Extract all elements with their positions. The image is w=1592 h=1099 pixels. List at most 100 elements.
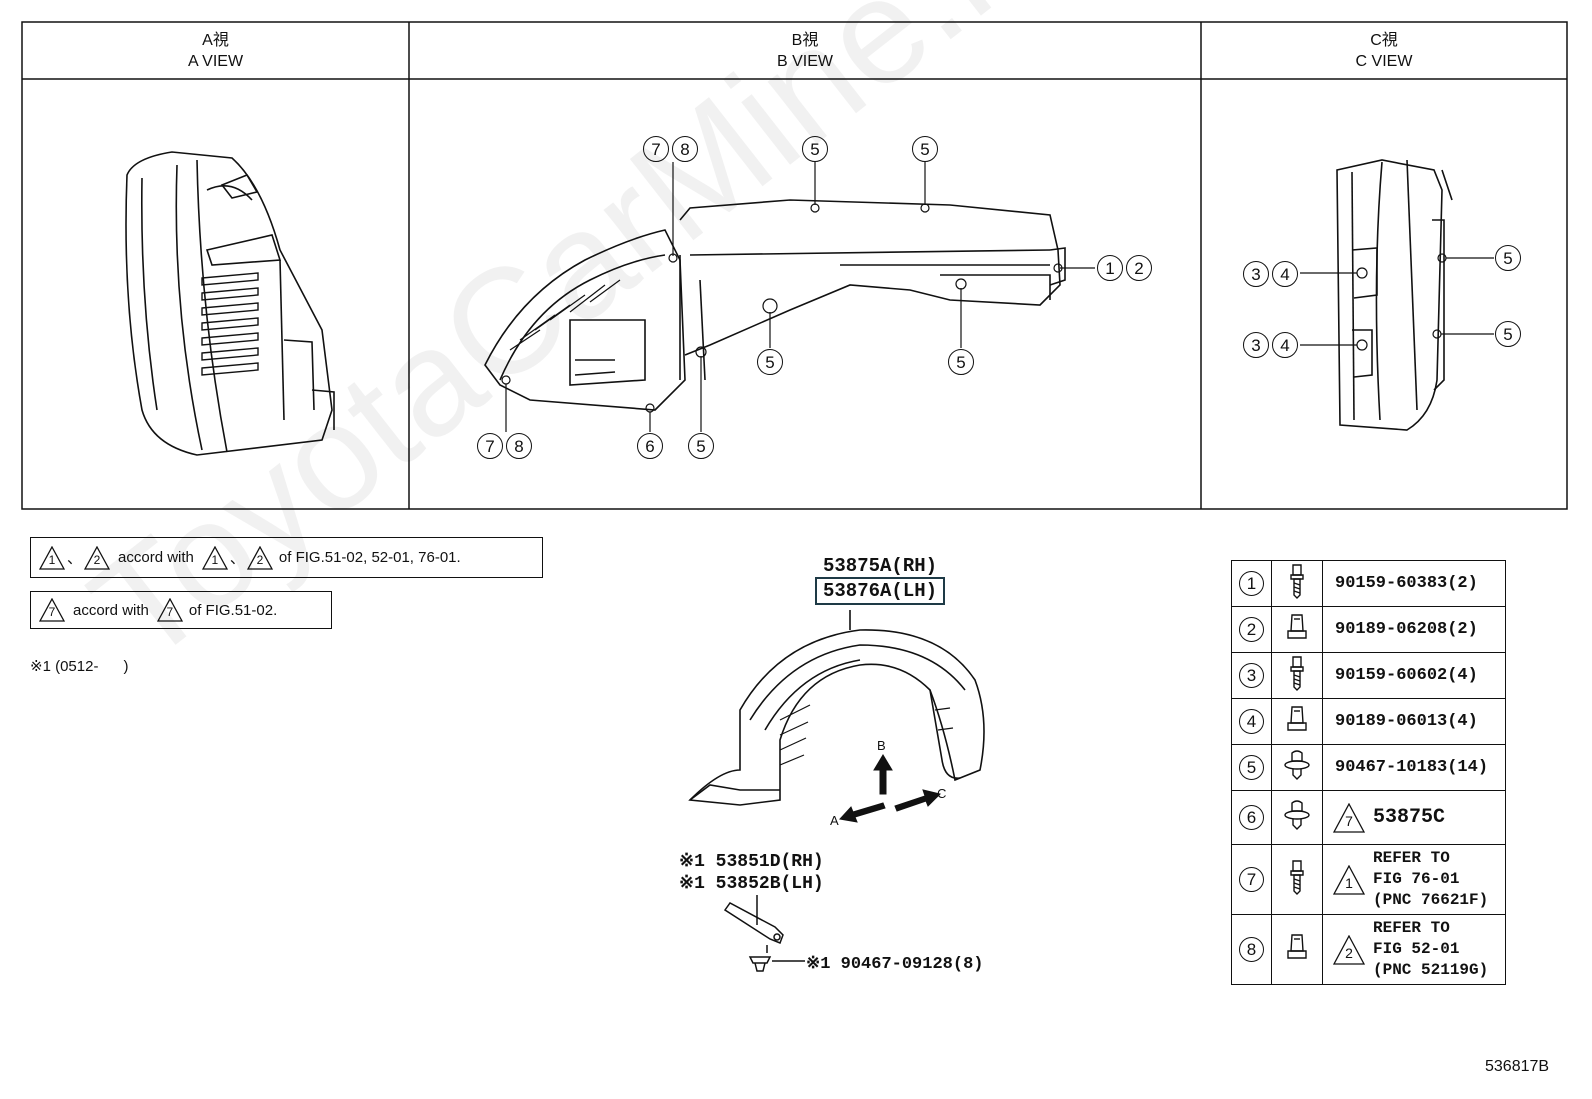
- part-label-cell: 2 REFER TO FIG 52-01 (PNC 52119G): [1322, 914, 1506, 985]
- callout-circle: 7: [643, 136, 669, 162]
- callout-circle: 5: [948, 349, 974, 375]
- part-no-cell: 8: [1231, 914, 1272, 985]
- clip-icon: [1283, 750, 1311, 785]
- part-no-cell: 6: [1231, 790, 1272, 845]
- fig-reference: of FIG.51-02.: [188, 601, 278, 619]
- subpart-number-rh: ※1 53851D(RH): [679, 852, 824, 872]
- callout-5-c-bottom: 5: [1495, 321, 1521, 347]
- part-no-circle: 1: [1239, 571, 1264, 596]
- part-label-cell: 1 REFER TO FIG 76-01 (PNC 76621F): [1322, 844, 1506, 915]
- part-no-circle: 3: [1239, 663, 1264, 688]
- figure-id: 536817B: [1485, 1058, 1550, 1075]
- callout-5-top-1: 5: [802, 136, 828, 162]
- part-label: 90467-10183(14): [1335, 758, 1489, 777]
- callout-circle: 5: [1495, 245, 1521, 271]
- callout-3-4-top: 3 4: [1243, 261, 1298, 287]
- triangle-icon: 7: [156, 598, 183, 622]
- part-icon-cell: [1271, 606, 1323, 653]
- triangle-number: 2: [1345, 944, 1353, 961]
- b-view-drawing: [484, 162, 1095, 432]
- bolt-icon: [1286, 860, 1308, 899]
- views-frame: [21, 21, 1568, 510]
- part-no-circle: 5: [1239, 755, 1264, 780]
- part-label: REFER TO FIG 76-01 (PNC 76621F): [1373, 849, 1489, 909]
- part-number-lh: 53876A(LH): [815, 577, 946, 605]
- part-label: 90189-06208(2): [1335, 620, 1478, 639]
- note-production-range: ※1 (0512- ): [30, 658, 129, 675]
- separator: 、: [229, 550, 245, 567]
- nut-icon: [1285, 934, 1309, 967]
- note-accord-2: 7 accord with 7 of FIG.51-02.: [30, 591, 332, 629]
- part-label-cell: 90159-60602(4): [1322, 652, 1506, 699]
- part-label-cell: 90467-10183(14): [1322, 744, 1506, 791]
- callout-circle: 4: [1272, 332, 1298, 358]
- callout-circle: 1: [1097, 255, 1123, 281]
- triangle-icon: 7: [1332, 802, 1366, 833]
- triangle-number: 1: [1345, 874, 1353, 891]
- arrow-label-c: C: [937, 786, 947, 801]
- callout-circle: 5: [802, 136, 828, 162]
- part-no-circle: 4: [1239, 709, 1264, 734]
- part-label: 90189-06013(4): [1335, 712, 1478, 731]
- a-view-drawing: [125, 151, 335, 456]
- subpart-number-lh: ※1 53852B(LH): [679, 874, 824, 894]
- callout-circle: 4: [1272, 261, 1298, 287]
- callout-5-mid-2: 5: [948, 349, 974, 375]
- part-icon-cell: [1271, 844, 1323, 915]
- part-no-circle: 8: [1239, 937, 1264, 962]
- part-no-cell: 1: [1231, 560, 1272, 607]
- b-view-en: B VIEW: [776, 53, 833, 70]
- c-view-drawing: [1300, 159, 1494, 431]
- part-label: REFER TO FIG 52-01 (PNC 52119G): [1373, 919, 1489, 979]
- triangle-icon: 2: [1332, 934, 1366, 965]
- part-label-cell: 90189-06208(2): [1322, 606, 1506, 653]
- part-icon-cell: [1271, 698, 1323, 745]
- callout-circle: 5: [688, 433, 714, 459]
- callout-circle: 7: [477, 433, 503, 459]
- triangle-number: 2: [93, 552, 101, 567]
- part-label-cell: 90189-06013(4): [1322, 698, 1506, 745]
- arrow-label-a: A: [830, 813, 839, 828]
- callout-5-bottom: 5: [688, 433, 714, 459]
- triangle-icon: 1: [39, 545, 65, 570]
- callout-circle: 5: [1495, 321, 1521, 347]
- a-view-header: A視 A VIEW: [22, 30, 409, 72]
- note-accord-1: 1 、 2 accord with 1 、 2 of FIG.51-02, 52…: [30, 537, 543, 578]
- part-label-cell: 90159-60383(2): [1322, 560, 1506, 607]
- triangle-icon: 2: [84, 545, 111, 570]
- callout-5-mid-1: 5: [757, 349, 783, 375]
- part-no-cell: 7: [1231, 844, 1272, 915]
- callout-circle: 2: [1126, 255, 1152, 281]
- callout-circle: 5: [912, 136, 938, 162]
- callout-6: 6: [637, 433, 663, 459]
- part-no-cell: 3: [1231, 652, 1272, 699]
- accord-text: accord with: [73, 601, 149, 619]
- fig-reference: of FIG.51-02, 52-01, 76-01.: [278, 549, 461, 566]
- parts-row: 7 1 REFER TO FIG 76-01 (PNC 76621F): [1231, 844, 1506, 915]
- part-icon-cell: [1271, 790, 1323, 845]
- triangle-icon: 2: [246, 545, 273, 570]
- callout-circle: 3: [1243, 261, 1269, 287]
- callout-5-c-top: 5: [1495, 245, 1521, 271]
- callout-circle: 6: [637, 433, 663, 459]
- triangle-number: 7: [166, 605, 174, 619]
- b-view-jp: B視: [791, 32, 819, 49]
- triangle-icon: 1: [201, 545, 228, 570]
- separator: 、: [67, 550, 83, 567]
- bolt-icon: [1286, 564, 1308, 603]
- nut-icon: [1285, 614, 1309, 647]
- part-number-rh: 53875A(RH): [823, 555, 938, 577]
- parts-row: 1 90159-60383(2): [1231, 560, 1506, 607]
- parts-row: 3 90159-60602(4): [1231, 652, 1506, 699]
- a-view-en: A VIEW: [187, 53, 244, 70]
- parts-row: 8 2 REFER TO FIG 52-01 (PNC 52119G): [1231, 914, 1506, 985]
- c-view-en: C VIEW: [1355, 53, 1413, 70]
- callout-7-8-top: 7 8: [643, 136, 698, 162]
- c-view-header: C視 C VIEW: [1201, 30, 1567, 72]
- part-no-circle: 7: [1239, 867, 1264, 892]
- subpart-bolt-number: ※1 90467-09128(8): [806, 955, 984, 974]
